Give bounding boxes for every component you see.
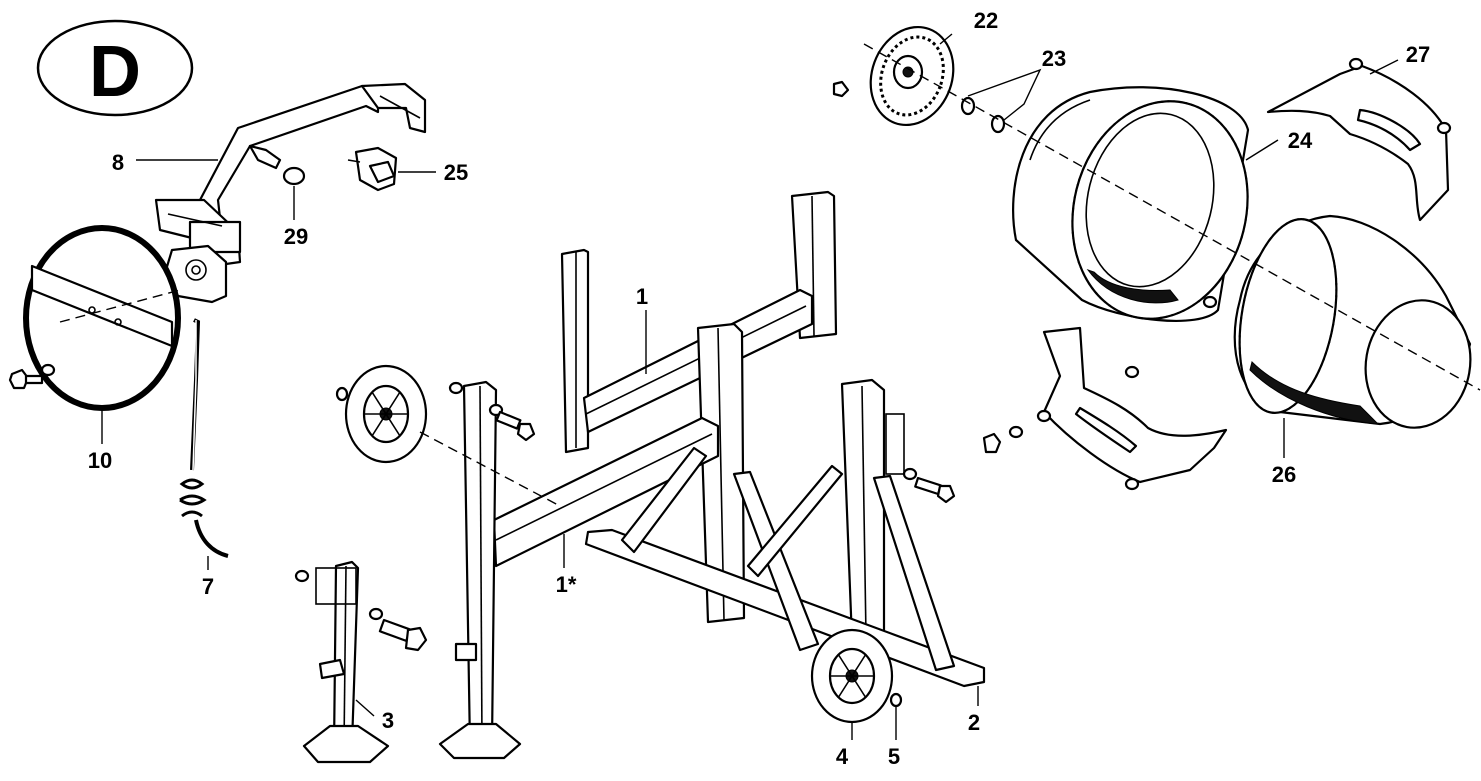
assembly-axes: [59, 43, 1481, 507]
support-leg-bolt: [294, 569, 428, 652]
label-bearing-plate: 22: [974, 8, 998, 33]
washers-part: [960, 96, 1006, 134]
leader-lines: [101, 33, 1399, 740]
clip-part: [889, 692, 903, 708]
label-wheel: 4: [836, 744, 849, 769]
label-knob: 29: [284, 224, 308, 249]
label-frame-upper: 1: [636, 284, 648, 309]
label-cable: 7: [202, 574, 214, 599]
label-tilt-arm: 8: [112, 150, 124, 175]
section-label: D: [89, 32, 141, 112]
frame-bolts: [448, 381, 956, 504]
hand-wheel-bolt: [8, 363, 56, 390]
label-frame-lower: 1*: [556, 572, 577, 597]
drum-rear-part: [1012, 86, 1250, 323]
label-drum-front: 26: [1272, 462, 1296, 487]
label-base-bar: 2: [968, 710, 980, 735]
drum-front-part: [1233, 214, 1472, 429]
frame-part: [438, 190, 986, 760]
label-hand-wheel: 10: [88, 448, 112, 473]
label-support-leg: 3: [382, 708, 394, 733]
bearing-plate-bolt: [832, 80, 850, 98]
bracket-part: [347, 146, 398, 192]
wheel-upper-part: [335, 364, 428, 464]
knob-part: [282, 166, 306, 186]
part-labels: 8 29 25 10 7 1 1* 2 3 4 5 22 23 24 26 27: [88, 8, 1430, 769]
bearing-plate-part: [869, 25, 955, 127]
label-drum-rear: 24: [1288, 128, 1313, 153]
label-bracket: 25: [444, 160, 468, 185]
section-badge: D: [36, 19, 194, 117]
hand-wheel-part: [23, 225, 181, 411]
label-clip: 5: [888, 744, 900, 769]
tilt-arm-part: [154, 82, 427, 304]
label-washers: 23: [1042, 46, 1066, 71]
label-drum-guard: 27: [1406, 42, 1430, 67]
drum-guard-part: [1266, 57, 1452, 222]
drum-guard-lower-part: [1042, 326, 1228, 491]
support-leg-part: [302, 560, 390, 764]
wheel-part: [810, 628, 894, 724]
cable-part: [179, 318, 229, 558]
